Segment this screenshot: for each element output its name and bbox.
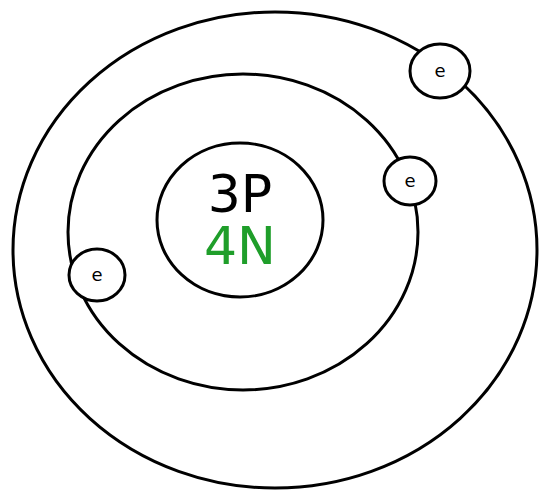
electron-circle [384, 157, 436, 205]
electron-label: e [434, 62, 445, 80]
nucleus-circle [157, 143, 323, 297]
nucleus: 3P4N [155, 141, 325, 299]
electron-label: e [404, 172, 415, 190]
electron: e [67, 247, 127, 303]
electron-label: e [91, 266, 102, 284]
nucleus-label: 4N [204, 220, 276, 272]
electron-circle [69, 249, 125, 301]
electron: e [408, 42, 472, 100]
electron-circle [410, 44, 470, 98]
outer-orbit [13, 12, 537, 488]
nucleus-label: 3P [208, 168, 272, 220]
electron: e [382, 155, 438, 207]
inner-orbit [68, 74, 418, 390]
